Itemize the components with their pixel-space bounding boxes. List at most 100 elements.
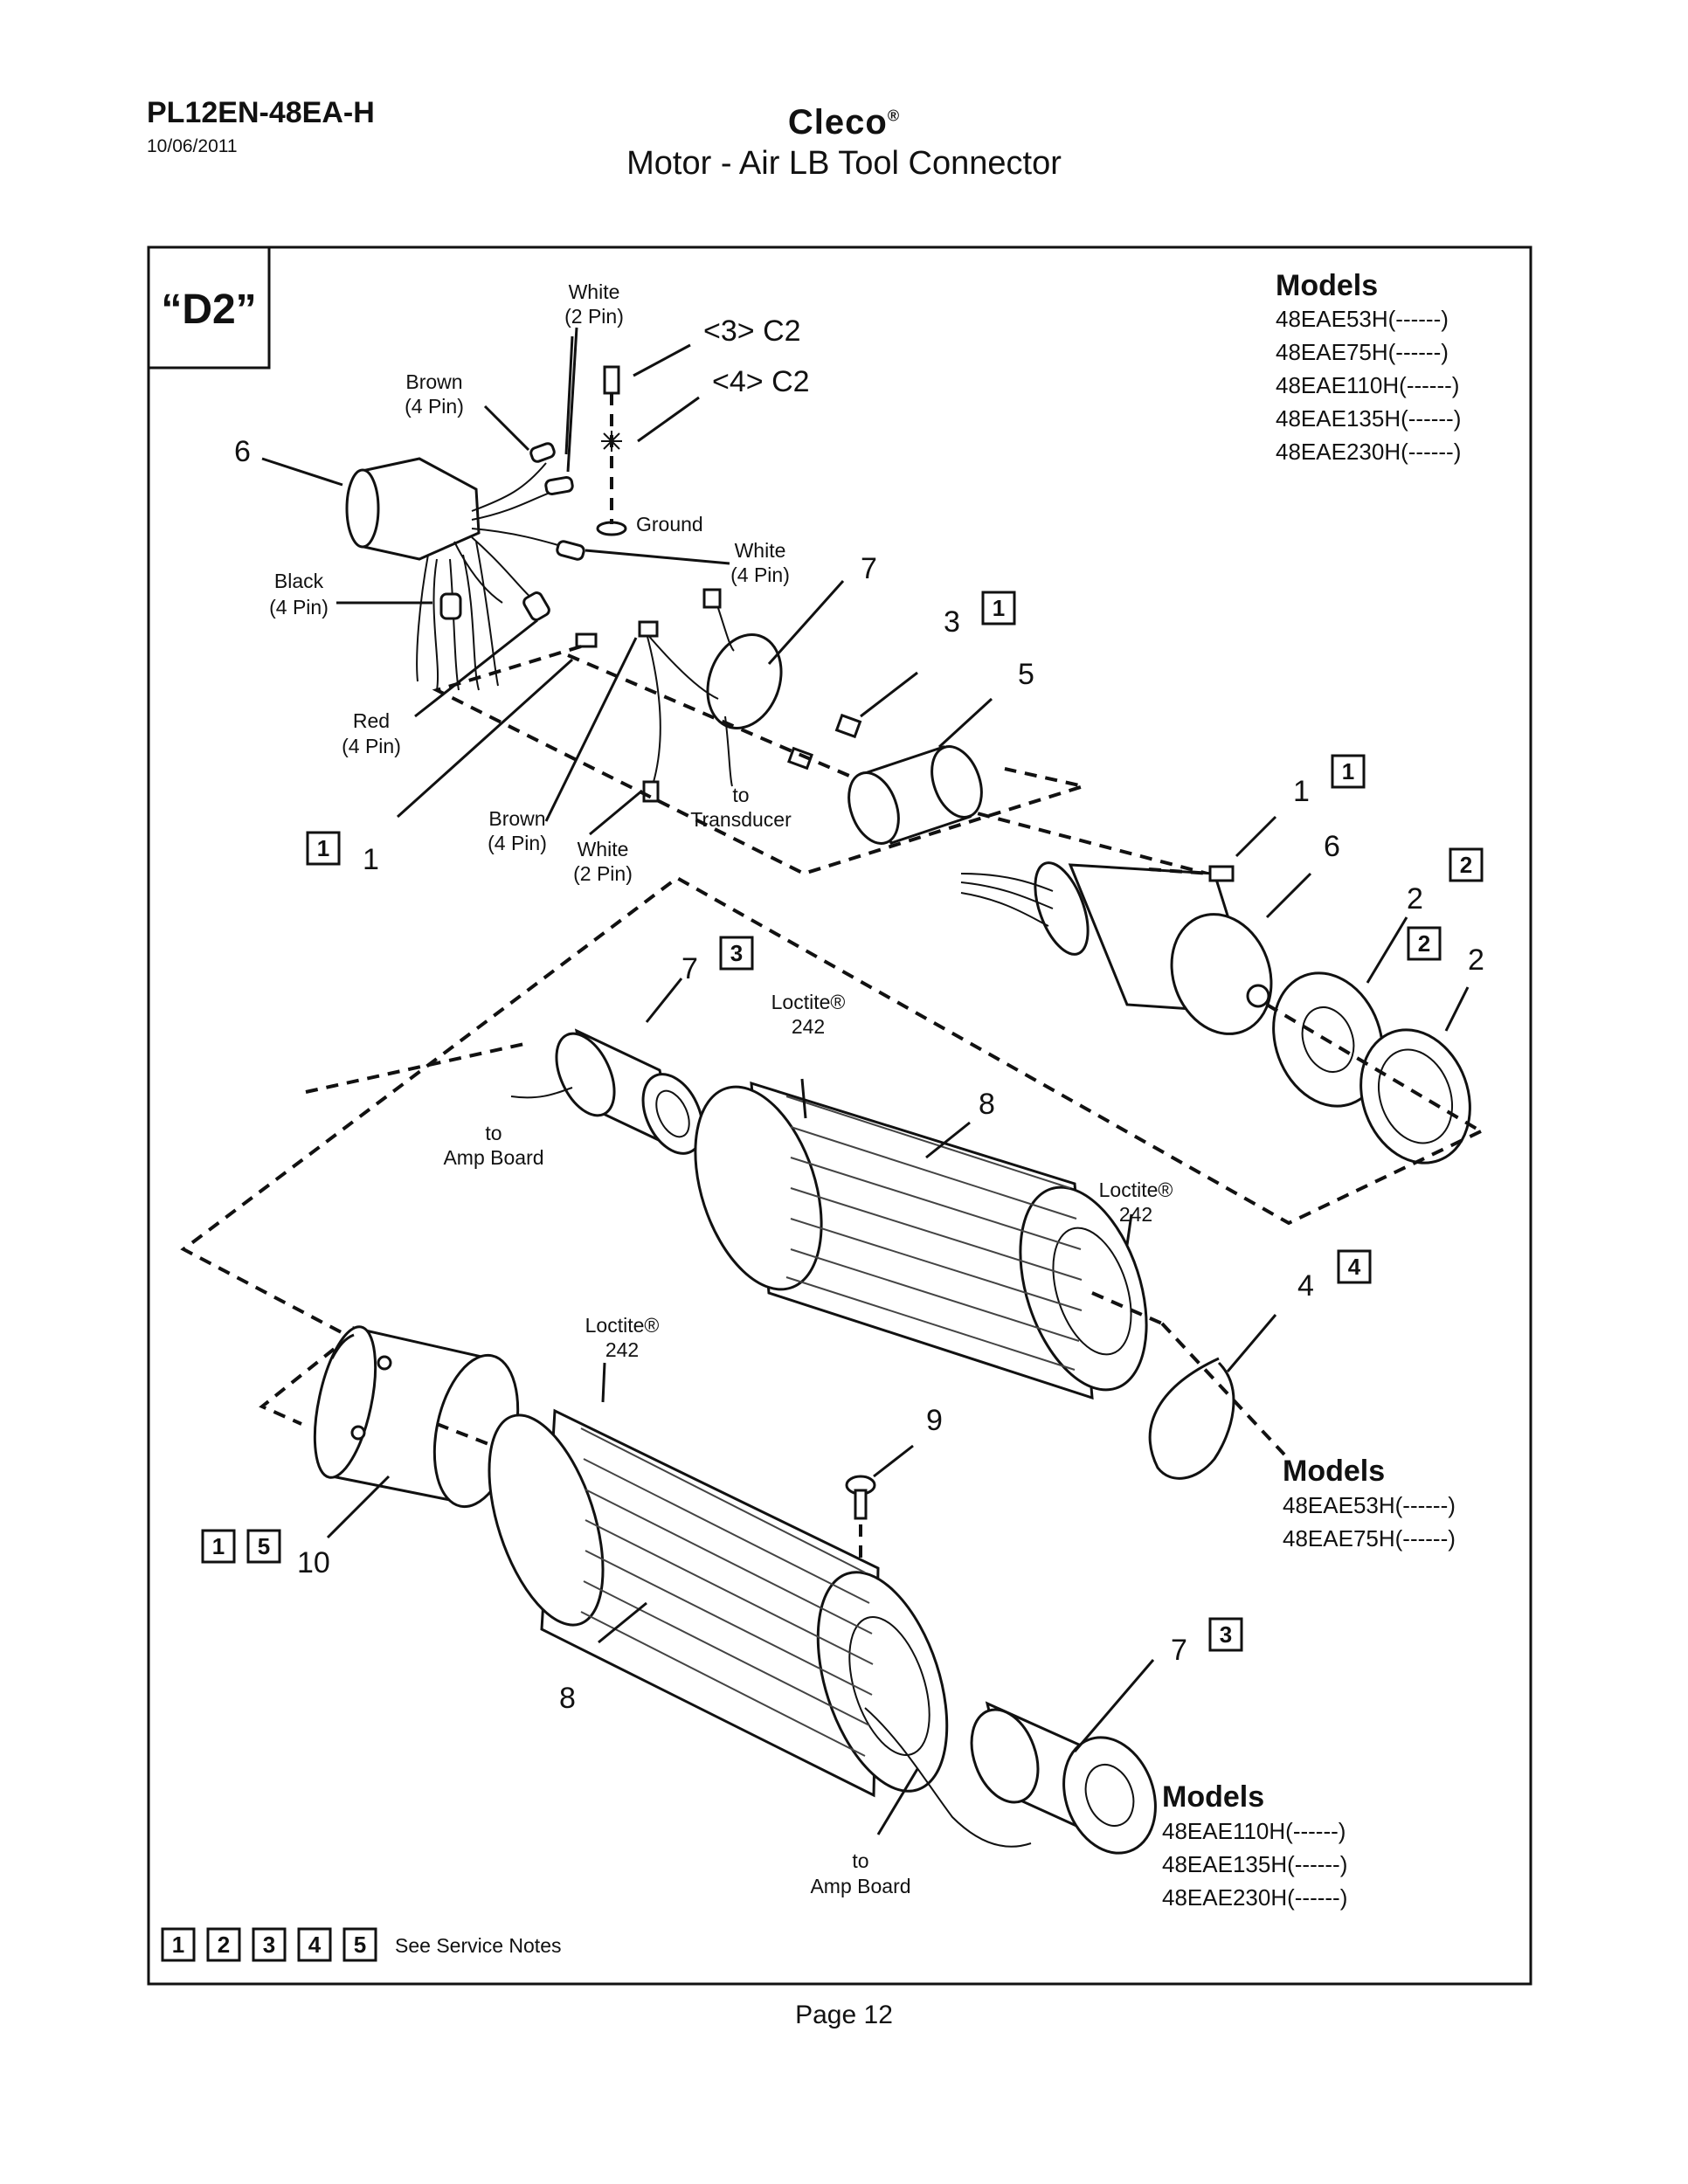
part-number-3: 3 — [944, 605, 960, 639]
sleeve-front — [847, 771, 900, 845]
legend-box-number: 2 — [218, 1932, 230, 1958]
callout-red-4pin: Red — [353, 709, 390, 732]
callout-c2-3: <3> C2 — [703, 314, 801, 348]
rotation-arrow-icon — [330, 1333, 355, 1359]
leader-4 — [1226, 1314, 1277, 1372]
callout-red-4pin: (4 Pin) — [342, 735, 401, 757]
sleeve-10-hole — [350, 1425, 366, 1441]
part-number-8-lower: 8 — [559, 1682, 576, 1715]
sleeve-rear — [930, 745, 983, 819]
gear-part-7-mid — [510, 1028, 704, 1155]
leader-10 — [326, 1475, 391, 1539]
leader-loctite-top — [800, 1078, 807, 1119]
leader-red — [414, 619, 538, 718]
legend-box — [161, 1927, 196, 1962]
leader-7-mid — [645, 978, 683, 1023]
part-number-7-top: 7 — [861, 552, 877, 585]
motor-face — [1170, 913, 1273, 1035]
model-item: 48EAE110H(------) — [1162, 1818, 1346, 1844]
note-box-number: 3 — [730, 940, 743, 966]
part-number-10: 10 — [297, 1546, 330, 1579]
leader-white-low — [589, 789, 643, 836]
plug-white-top — [544, 475, 574, 496]
gear-bore — [641, 1073, 704, 1155]
plug-brown-top — [529, 442, 556, 463]
note-box — [981, 591, 1016, 625]
connector-white-low — [642, 780, 660, 803]
part-number-6-left: 6 — [234, 435, 251, 468]
washer-b-hole — [1377, 1048, 1454, 1144]
snap-ring — [1148, 1357, 1235, 1480]
leader-8-lower — [598, 1601, 647, 1644]
legend-box — [297, 1927, 332, 1962]
leader-7-bottom — [1073, 1659, 1155, 1752]
screw-3b — [787, 746, 813, 771]
plug-black — [439, 592, 462, 620]
callout-loctite-top: 242 — [792, 1015, 825, 1038]
models-heading: Models — [1162, 1780, 1264, 1814]
diagram-frame — [147, 245, 1532, 1986]
leader-extra — [564, 335, 574, 455]
ground-screw — [603, 365, 620, 395]
plug-red — [522, 591, 550, 621]
note-box-number: 3 — [1220, 1621, 1232, 1648]
callout-to-transducer: Transducer — [690, 808, 792, 831]
leader-2b — [1444, 986, 1470, 1032]
connector-white-4pin-low — [702, 588, 722, 609]
motor-part-6 — [960, 861, 1273, 1035]
connector-brown-low — [638, 620, 659, 638]
leader-6-right — [1265, 872, 1312, 919]
models-list-middle: Models 48EAE53H(------) 48EAE75H(------) — [1283, 1455, 1456, 1552]
leader-white-2pin — [566, 327, 578, 473]
sleeve-part-5 — [847, 745, 983, 845]
callout-to-amp-board-bottom: to — [852, 1849, 868, 1872]
harness-wires — [416, 541, 499, 691]
legend-box-number: 5 — [354, 1932, 366, 1958]
note-box — [201, 1529, 236, 1564]
note-box-number: 5 — [258, 1533, 270, 1559]
brand-registered-mark: ® — [887, 107, 901, 125]
washer-a-hole — [1301, 1006, 1355, 1073]
stator-lower-rear — [816, 1571, 949, 1793]
transducer-board — [706, 633, 783, 729]
stator-lower-front — [488, 1413, 605, 1627]
note-box — [1208, 1617, 1243, 1652]
assembly-path-mid — [180, 875, 1482, 1426]
screw-9-thread — [854, 1489, 868, 1520]
callout-brown-4pin-low: Brown — [488, 807, 545, 830]
note-box-number: 1 — [317, 835, 329, 861]
gear-lower-teeth — [970, 1708, 1040, 1804]
brand-title: Cleco® — [0, 103, 1688, 142]
model-item: 48EAE110H(------) — [1276, 372, 1459, 398]
legend-box — [342, 1927, 377, 1962]
part-number-4: 4 — [1297, 1269, 1314, 1303]
part-number-7-bottom: 7 — [1171, 1634, 1187, 1667]
connector-face — [345, 468, 380, 549]
part-number-1-left: 1 — [363, 843, 379, 876]
snap-ring-axis — [1160, 1322, 1286, 1456]
snap-ring-part-4 — [1148, 1357, 1235, 1480]
stator-part-8-upper — [694, 1081, 1148, 1400]
callout-white-2pin-low: (2 Pin) — [573, 862, 633, 885]
stator-bore — [1052, 1227, 1132, 1356]
model-item: 48EAE230H(------) — [1162, 1884, 1347, 1911]
callout-white-2pin: (2 Pin) — [564, 305, 624, 328]
document-date: 10/06/2011 — [147, 136, 238, 156]
leader-7-top — [767, 579, 845, 666]
legend-box-number: 3 — [263, 1932, 275, 1958]
note-box-number: 2 — [1418, 930, 1430, 957]
note-box-number: 1 — [993, 595, 1005, 621]
model-item: 48EAE230H(------) — [1276, 439, 1461, 465]
model-item: 48EAE75H(------) — [1283, 1525, 1456, 1552]
note-box — [1407, 926, 1442, 961]
legend-box — [206, 1927, 241, 1962]
leader-amp-board-bottom — [876, 1768, 919, 1835]
legend-box — [252, 1927, 287, 1962]
callout-to-amp-board-bottom: Amp Board — [810, 1875, 910, 1897]
washer-b — [1359, 1028, 1471, 1165]
gear-bore-inner — [655, 1089, 690, 1138]
plug-white-4pin — [556, 540, 585, 561]
part-number-6-right: 6 — [1324, 830, 1340, 863]
callout-c2-4: <4> C2 — [712, 365, 810, 398]
callout-black-4pin: Black — [274, 570, 324, 592]
